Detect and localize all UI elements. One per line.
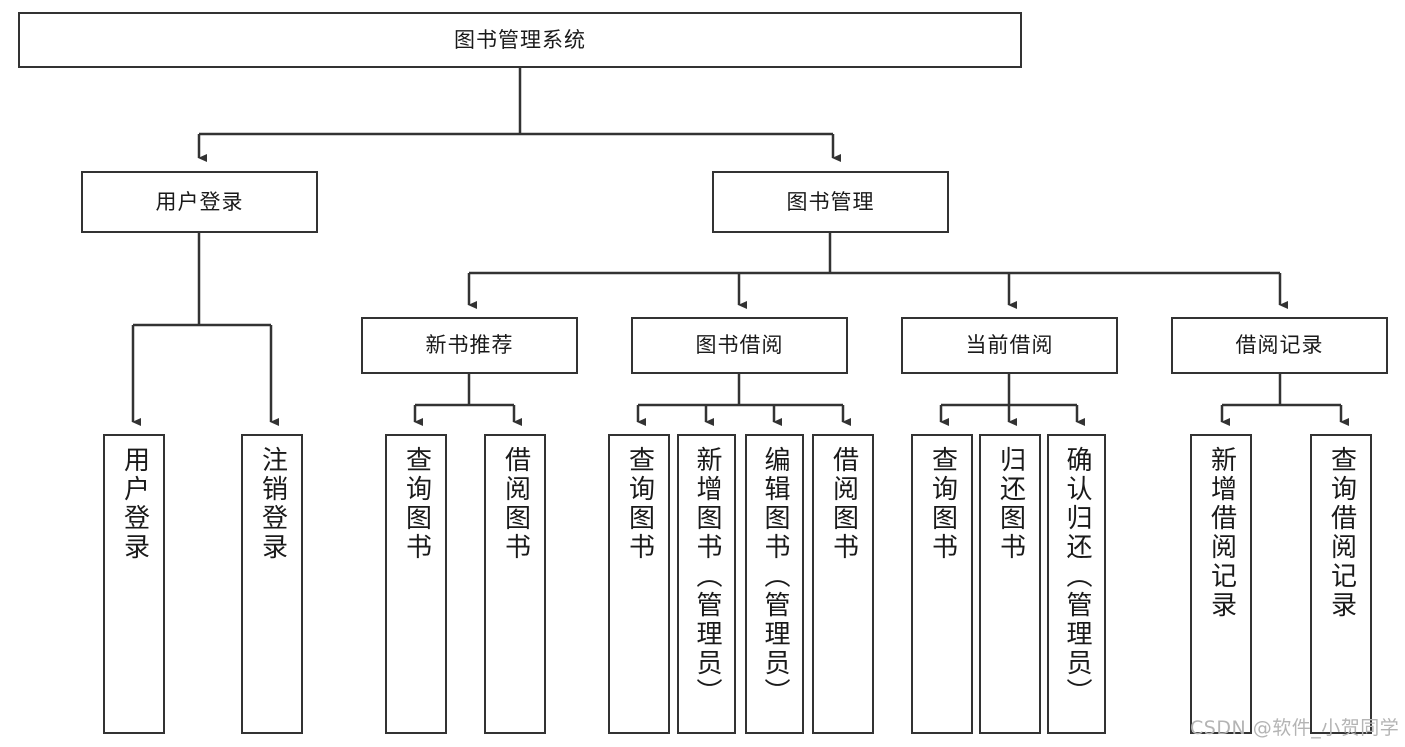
node-new-book-recommend[interactable]: 新书推荐 <box>361 317 578 374</box>
node-root[interactable]: 图书管理系统 <box>18 12 1022 68</box>
node-leaf-add-book[interactable]: 新增图书（管理员） <box>677 434 736 734</box>
node-leaf-borrow-book-1[interactable]: 借阅图书 <box>484 434 546 734</box>
node-root-label: 图书管理系统 <box>454 27 586 52</box>
node-borrow-record[interactable]: 借阅记录 <box>1171 317 1388 374</box>
node-borrow-record-label: 借阅记录 <box>1235 333 1324 358</box>
node-leaf-confirm-return-label: 确认归还（管理员） <box>1062 446 1093 707</box>
node-leaf-query-record-label: 查询借阅记录 <box>1326 446 1357 620</box>
csdn-watermark: CSDN @软件_小贺同学 <box>1190 717 1400 739</box>
node-leaf-user-login-label: 用户登录 <box>119 446 150 562</box>
node-leaf-edit-book[interactable]: 编辑图书（管理员） <box>745 434 804 734</box>
node-leaf-query-book-2-label: 查询图书 <box>624 446 655 562</box>
node-book-borrow[interactable]: 图书借阅 <box>631 317 848 374</box>
node-book-borrow-label: 图书借阅 <box>695 333 784 358</box>
node-leaf-query-record[interactable]: 查询借阅记录 <box>1310 434 1372 734</box>
node-leaf-user-login[interactable]: 用户登录 <box>103 434 165 734</box>
node-leaf-query-book-2[interactable]: 查询图书 <box>608 434 670 734</box>
node-current-borrow-label: 当前借阅 <box>965 333 1054 358</box>
node-book-manage-label: 图书管理 <box>786 189 875 214</box>
node-leaf-borrow-book-2-label: 借阅图书 <box>828 446 859 562</box>
node-leaf-return-book[interactable]: 归还图书 <box>979 434 1041 734</box>
node-leaf-add-record-label: 新增借阅记录 <box>1206 446 1237 620</box>
node-leaf-logout-login-label: 注销登录 <box>257 446 288 562</box>
node-leaf-borrow-book-2[interactable]: 借阅图书 <box>812 434 874 734</box>
node-user-login[interactable]: 用户登录 <box>81 171 318 233</box>
node-leaf-return-book-label: 归还图书 <box>995 446 1026 562</box>
node-leaf-borrow-book-1-label: 借阅图书 <box>500 446 531 562</box>
node-current-borrow[interactable]: 当前借阅 <box>901 317 1118 374</box>
node-new-book-recommend-label: 新书推荐 <box>425 333 514 358</box>
node-leaf-query-book-1[interactable]: 查询图书 <box>385 434 447 734</box>
node-leaf-query-book-1-label: 查询图书 <box>401 446 432 562</box>
node-leaf-add-book-label: 新增图书（管理员） <box>692 446 723 707</box>
node-leaf-add-record[interactable]: 新增借阅记录 <box>1190 434 1252 734</box>
node-leaf-confirm-return[interactable]: 确认归还（管理员） <box>1047 434 1106 734</box>
node-leaf-logout-login[interactable]: 注销登录 <box>241 434 303 734</box>
node-leaf-query-book-3-label: 查询图书 <box>927 446 958 562</box>
node-leaf-query-book-3[interactable]: 查询图书 <box>911 434 973 734</box>
node-book-manage[interactable]: 图书管理 <box>712 171 949 233</box>
node-user-login-label: 用户登录 <box>155 189 244 214</box>
node-leaf-edit-book-label: 编辑图书（管理员） <box>760 446 791 707</box>
